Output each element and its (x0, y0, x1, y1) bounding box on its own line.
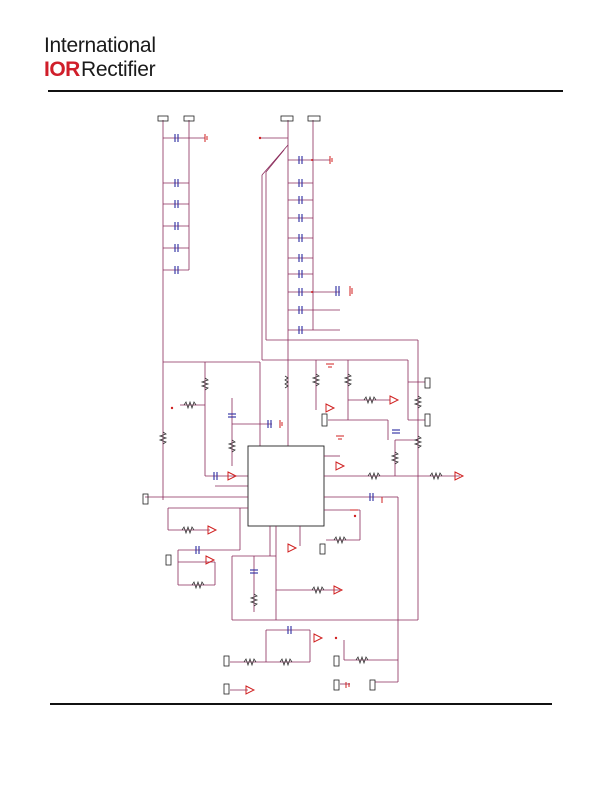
logo-mark: IOR (44, 58, 80, 81)
logo-text-international: International (44, 34, 156, 57)
logo-line2: IOR Rectifier (44, 58, 194, 82)
footer-rule (50, 703, 552, 705)
company-logo: International IOR Rectifier (44, 34, 194, 84)
header-rule (48, 90, 563, 92)
logo-text-rectifier: Rectifier (81, 58, 156, 81)
